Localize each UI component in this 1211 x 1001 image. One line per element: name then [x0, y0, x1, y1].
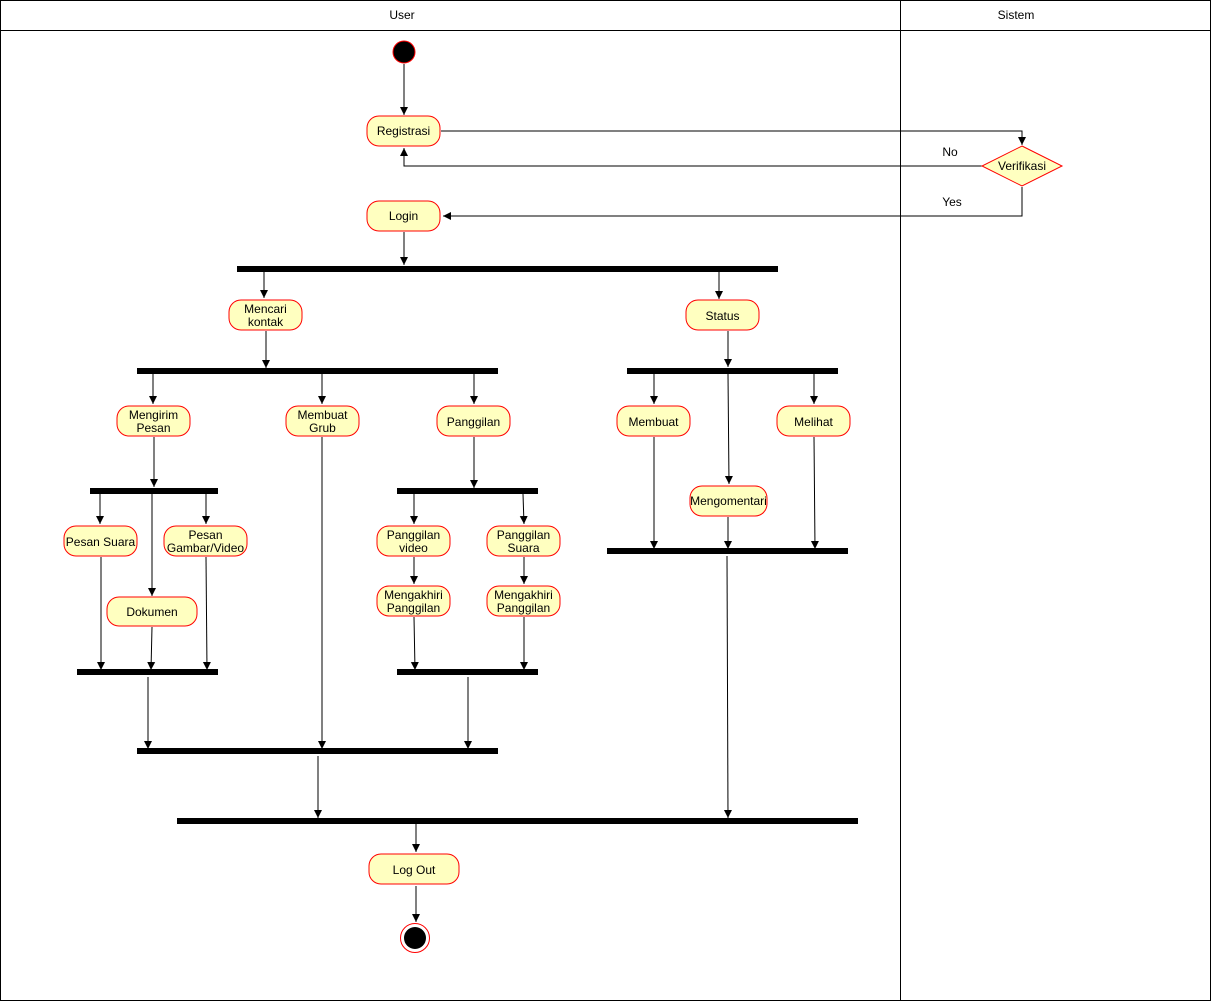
activities: Registrasi Login Mencari kontak Status M…: [63, 115, 851, 885]
activity-login: Login: [366, 200, 441, 232]
svg-text:Login: Login: [389, 209, 418, 223]
join-bar-final: [177, 818, 858, 824]
fork-bar-status: [627, 368, 838, 374]
end-node: [400, 923, 430, 953]
svg-text:Pesan: Pesan: [188, 528, 222, 542]
join-bar-pesan: [77, 669, 218, 675]
svg-text:Status: Status: [705, 309, 739, 323]
fork-bar-main: [237, 266, 778, 272]
svg-text:Panggilan: Panggilan: [497, 528, 550, 542]
activity-mengakhiri-panggilan-suara: Mengakhiri Panggilan: [486, 585, 561, 617]
start-node: [392, 40, 416, 64]
join-bar-status: [607, 548, 848, 554]
svg-text:Grub: Grub: [309, 421, 336, 435]
activity-mengomentari: Mengomentari: [689, 485, 768, 517]
decision-verifikasi: Verifikasi: [980, 145, 1064, 187]
guard-no: No: [942, 145, 958, 159]
guard-yes: Yes: [942, 195, 962, 209]
activity-registrasi: Registrasi: [366, 115, 441, 147]
activity-mengirim-pesan: Mengirim Pesan: [116, 405, 191, 437]
activity-mencari-kontak: Mencari kontak: [228, 299, 303, 331]
svg-text:Membuat: Membuat: [628, 415, 679, 429]
svg-text:Panggilan: Panggilan: [387, 601, 440, 615]
activity-pesan-gambar-video: Pesan Gambar/Video: [163, 525, 248, 557]
join-bar-panggilan: [397, 669, 538, 675]
decision-label: Verifikasi: [998, 159, 1046, 173]
svg-text:Dokumen: Dokumen: [126, 605, 177, 619]
activity-melihat: Melihat: [776, 405, 851, 437]
join-bar-kontak: [137, 748, 498, 754]
activity-log-out: Log Out: [368, 853, 460, 885]
svg-text:Pesan Suara: Pesan Suara: [66, 535, 136, 549]
svg-text:Gambar/Video: Gambar/Video: [167, 541, 244, 555]
svg-text:Mengomentari: Mengomentari: [690, 494, 767, 508]
svg-text:Melihat: Melihat: [794, 415, 833, 429]
svg-text:Pesan: Pesan: [136, 421, 170, 435]
activity-panggilan-video: Panggilan video: [376, 525, 451, 557]
svg-text:Mencari: Mencari: [244, 302, 287, 316]
lane-user-title: User: [389, 8, 414, 22]
activity-status: Status: [685, 299, 760, 331]
activity-panggilan-suara: Panggilan Suara: [486, 525, 561, 557]
svg-text:Registrasi: Registrasi: [377, 124, 430, 138]
activity-membuat-grub: Membuat Grub: [285, 405, 360, 437]
fork-bar-pesan: [90, 488, 218, 494]
svg-text:video: video: [399, 541, 428, 555]
lane-system-title: Sistem: [998, 8, 1035, 22]
svg-text:Membuat: Membuat: [297, 408, 348, 422]
fork-bar-panggilan: [397, 488, 538, 494]
svg-text:Suara: Suara: [507, 541, 539, 555]
activity-mengakhiri-panggilan-video: Mengakhiri Panggilan: [376, 585, 451, 617]
edges: [96, 64, 1026, 922]
svg-text:Mengirim: Mengirim: [129, 408, 178, 422]
svg-text:Panggilan: Panggilan: [497, 601, 550, 615]
fork-bar-kontak: [137, 368, 498, 374]
svg-text:Log Out: Log Out: [393, 863, 436, 877]
activity-membuat: Membuat: [616, 405, 691, 437]
activity-dokumen: Dokumen: [106, 596, 198, 627]
activity-panggilan: Panggilan: [436, 405, 511, 437]
activity-pesan-suara: Pesan Suara: [63, 525, 138, 557]
svg-text:Mengakhiri: Mengakhiri: [494, 588, 553, 602]
fork-join-bars: [77, 266, 858, 824]
svg-text:kontak: kontak: [248, 315, 284, 329]
svg-text:Mengakhiri: Mengakhiri: [384, 588, 443, 602]
svg-text:Panggilan: Panggilan: [387, 528, 440, 542]
svg-text:Panggilan: Panggilan: [447, 415, 500, 429]
